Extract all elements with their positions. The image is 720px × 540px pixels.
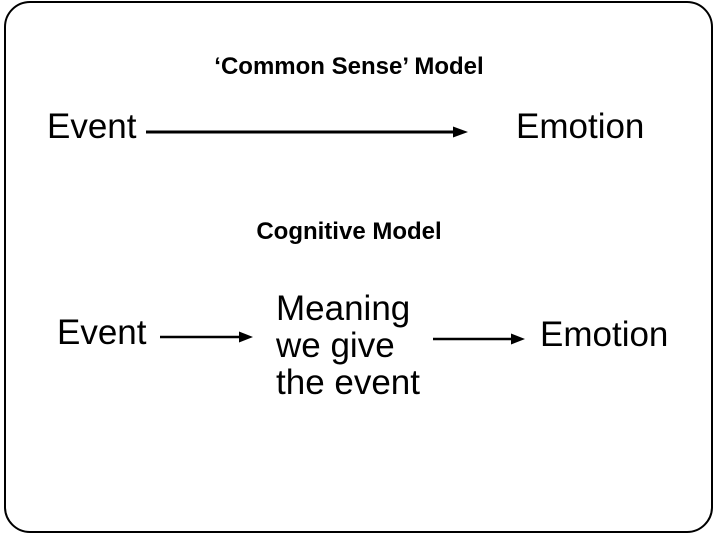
cognitive-model-title: Cognitive Model xyxy=(256,218,442,245)
node-emotion-cognitive: Emotion xyxy=(540,315,669,354)
arrow-meaning-to-emotion-icon xyxy=(433,333,525,345)
slide-border xyxy=(4,1,713,533)
node-meaning-we-give-the-event: Meaning we give the event xyxy=(276,289,420,402)
common-sense-model-title: ‘Common Sense’ Model xyxy=(214,53,484,80)
arrow-event-to-emotion-icon xyxy=(146,126,468,138)
arrow-event-to-meaning-icon xyxy=(160,331,253,343)
node-event-cognitive: Event xyxy=(57,313,147,352)
node-emotion-common-sense: Emotion xyxy=(516,107,645,146)
node-event-common-sense: Event xyxy=(47,107,137,146)
